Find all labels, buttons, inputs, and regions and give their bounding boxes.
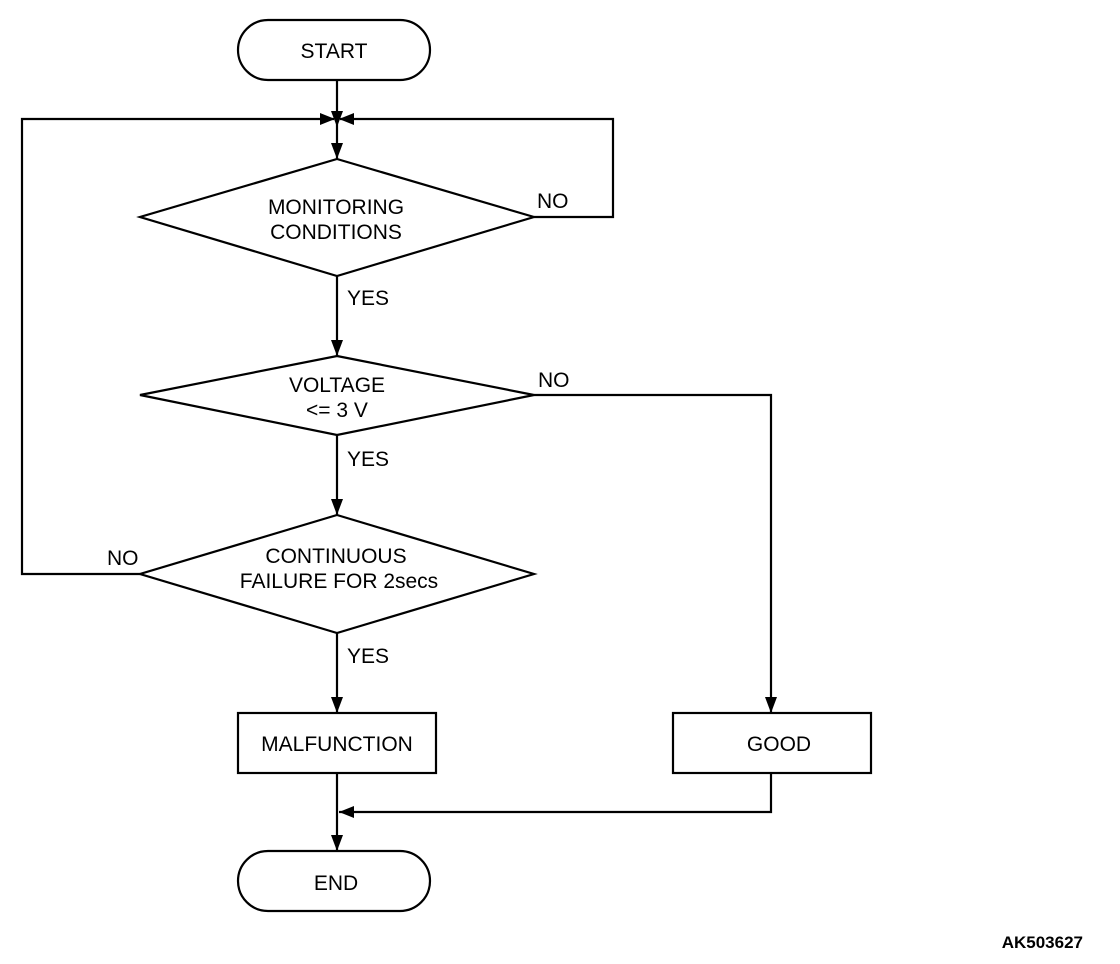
malfunction-node: MALFUNCTION — [236, 711, 438, 775]
arrowhead-loop-right — [320, 113, 335, 125]
branch-labels: NO YES NO YES NO YES — [107, 190, 570, 668]
continuous-decision: CONTINUOUS FAILURE FOR 2secs — [136, 513, 538, 635]
connector-continuous-no-loop — [20, 117, 334, 576]
end-terminator — [236, 849, 432, 913]
monitoring-no-label: NO — [537, 190, 569, 213]
connector-monitoring-no-loop — [340, 117, 615, 219]
voltage-no-label: NO — [538, 369, 570, 392]
start-label: START — [301, 40, 368, 63]
connectors — [20, 80, 773, 851]
monitoring-diamond — [136, 157, 538, 278]
monitoring-decision: MONITORING CONDITIONS — [136, 157, 538, 278]
continuous-label-line2: FAILURE FOR 2secs — [240, 570, 438, 593]
voltage-decision: VOLTAGE <= 3 V — [139, 354, 535, 437]
arrowhead-into-continuous — [331, 499, 343, 515]
arrowheads — [320, 111, 777, 851]
continuous-diamond — [136, 513, 538, 635]
continuous-no-label: NO — [107, 547, 139, 570]
monitoring-yes-label: YES — [347, 287, 389, 310]
voltage-yes-label: YES — [347, 448, 389, 471]
continuous-label-line1: CONTINUOUS — [265, 545, 406, 568]
arrowhead-merge-down — [331, 111, 343, 127]
malfunction-box — [236, 711, 438, 775]
arrowhead-into-end — [331, 835, 343, 851]
end-node: END — [236, 849, 432, 913]
start-node: START — [236, 18, 432, 82]
start-terminator — [236, 18, 432, 82]
malfunction-label: MALFUNCTION — [261, 733, 413, 756]
connector-good-to-end — [339, 773, 773, 814]
end-label: END — [314, 872, 358, 895]
voltage-label-line2: <= 3 V — [306, 399, 368, 422]
monitoring-label-line1: MONITORING — [268, 196, 404, 219]
monitoring-label-line2: CONDITIONS — [270, 221, 402, 244]
arrowhead-merge-end-left — [339, 806, 354, 818]
continuous-yes-label: YES — [347, 645, 389, 668]
voltage-label-line1: VOLTAGE — [289, 374, 385, 397]
arrowhead-loop-left — [339, 113, 354, 125]
arrowhead-into-voltage — [331, 340, 343, 356]
figure-id: AK503627 — [1002, 933, 1083, 952]
arrowhead-into-good — [765, 697, 777, 713]
arrowhead-into-malfunction — [331, 697, 343, 713]
good-label: GOOD — [747, 733, 811, 756]
good-node: GOOD — [671, 711, 873, 775]
connector-voltage-no — [534, 393, 773, 713]
voltage-diamond — [139, 354, 535, 437]
arrowhead-into-monitoring — [331, 143, 343, 159]
good-box — [671, 711, 873, 775]
